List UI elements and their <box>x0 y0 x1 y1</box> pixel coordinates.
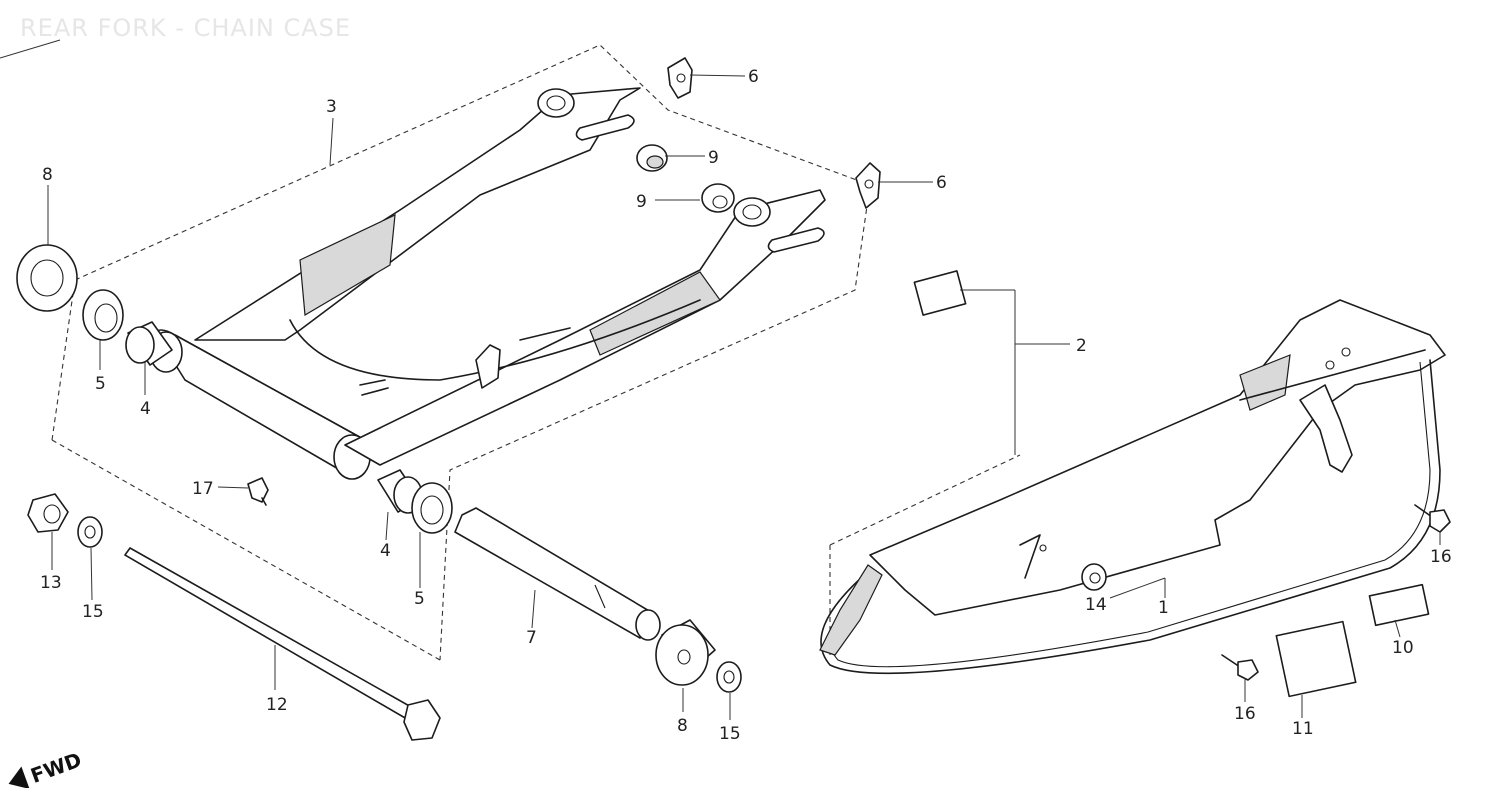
bushing-left <box>82 289 124 341</box>
decal-11 <box>1275 620 1357 698</box>
drive-chain <box>819 359 1441 675</box>
callout-12: 12 <box>266 695 288 715</box>
callout-6-upper: 6 <box>748 67 759 87</box>
collar-lower <box>701 183 735 213</box>
callout-3: 3 <box>326 97 337 117</box>
chain-case-tab <box>1019 534 1041 579</box>
right-axle-boss <box>733 197 771 227</box>
nut-13 <box>27 493 69 533</box>
left-axle-slot <box>575 114 635 141</box>
callout-1: 1 <box>1158 598 1169 618</box>
callout-11: 11 <box>1292 719 1314 739</box>
callout-16-upper: 16 <box>1430 547 1452 567</box>
callout-4-left: 4 <box>140 399 151 419</box>
washer-15-right <box>716 661 742 693</box>
callout-5-left: 5 <box>95 374 106 394</box>
bolt-16-lower <box>1221 654 1259 681</box>
callout-2: 2 <box>1076 336 1087 356</box>
leader-lines <box>47 74 1441 720</box>
callout-6-lower: 6 <box>936 173 947 193</box>
callout-7: 7 <box>526 628 537 648</box>
callout-9-lower: 9 <box>636 192 647 212</box>
washer-15-left <box>77 516 103 548</box>
left-axle-boss <box>537 88 575 118</box>
decal-10 <box>1368 583 1430 627</box>
bushing-right <box>411 482 453 534</box>
callout-8-lower: 8 <box>677 716 688 736</box>
decal-2 <box>913 270 967 316</box>
collar-upper <box>636 144 668 172</box>
callout-8-upper: 8 <box>42 165 53 185</box>
swingarm-right-shaded-face <box>589 271 721 356</box>
pivot-shaft <box>454 507 661 641</box>
callout-16-lower: 16 <box>1234 704 1256 724</box>
callout-15-right: 15 <box>719 724 741 744</box>
callout-5-right: 5 <box>414 589 425 609</box>
callout-13: 13 <box>40 573 62 593</box>
seal-left <box>16 244 78 312</box>
page-corner-mark <box>0 39 61 59</box>
swingarm-bracket <box>475 344 501 389</box>
fwd-arrow-icon <box>8 766 30 788</box>
chain-links-visible <box>819 564 883 656</box>
swingarm <box>149 87 826 480</box>
callout-17: 17 <box>192 479 214 499</box>
needle-bearing-left <box>125 321 173 366</box>
callout-10: 10 <box>1392 638 1414 658</box>
callout-4-right: 4 <box>380 541 391 561</box>
spacer-8-lower <box>655 619 716 686</box>
pivot-bolt <box>124 547 441 741</box>
chain-case <box>869 299 1446 616</box>
callout-15-left: 15 <box>82 602 104 622</box>
callout-9-upper: 9 <box>708 148 719 168</box>
collar-14 <box>1081 563 1107 591</box>
bolt-16-upper <box>1414 504 1451 533</box>
grease-nipple-17 <box>247 477 269 506</box>
chain-adjuster-lower <box>855 162 881 209</box>
right-axle-slot <box>767 227 825 253</box>
chain-case-bracket <box>1299 384 1353 473</box>
callout-14: 14 <box>1085 595 1107 615</box>
swingarm-left-shaded-face <box>299 214 396 316</box>
diagram-title: REAR FORK - CHAIN CASE <box>20 14 351 42</box>
fwd-indicator: FWD <box>8 747 85 788</box>
chain-adjuster-upper <box>667 57 693 99</box>
callout-numbers: 1 2 3 4 4 5 5 6 6 7 8 8 9 9 10 11 12 13 … <box>40 67 1452 744</box>
fwd-label: FWD <box>27 747 84 787</box>
